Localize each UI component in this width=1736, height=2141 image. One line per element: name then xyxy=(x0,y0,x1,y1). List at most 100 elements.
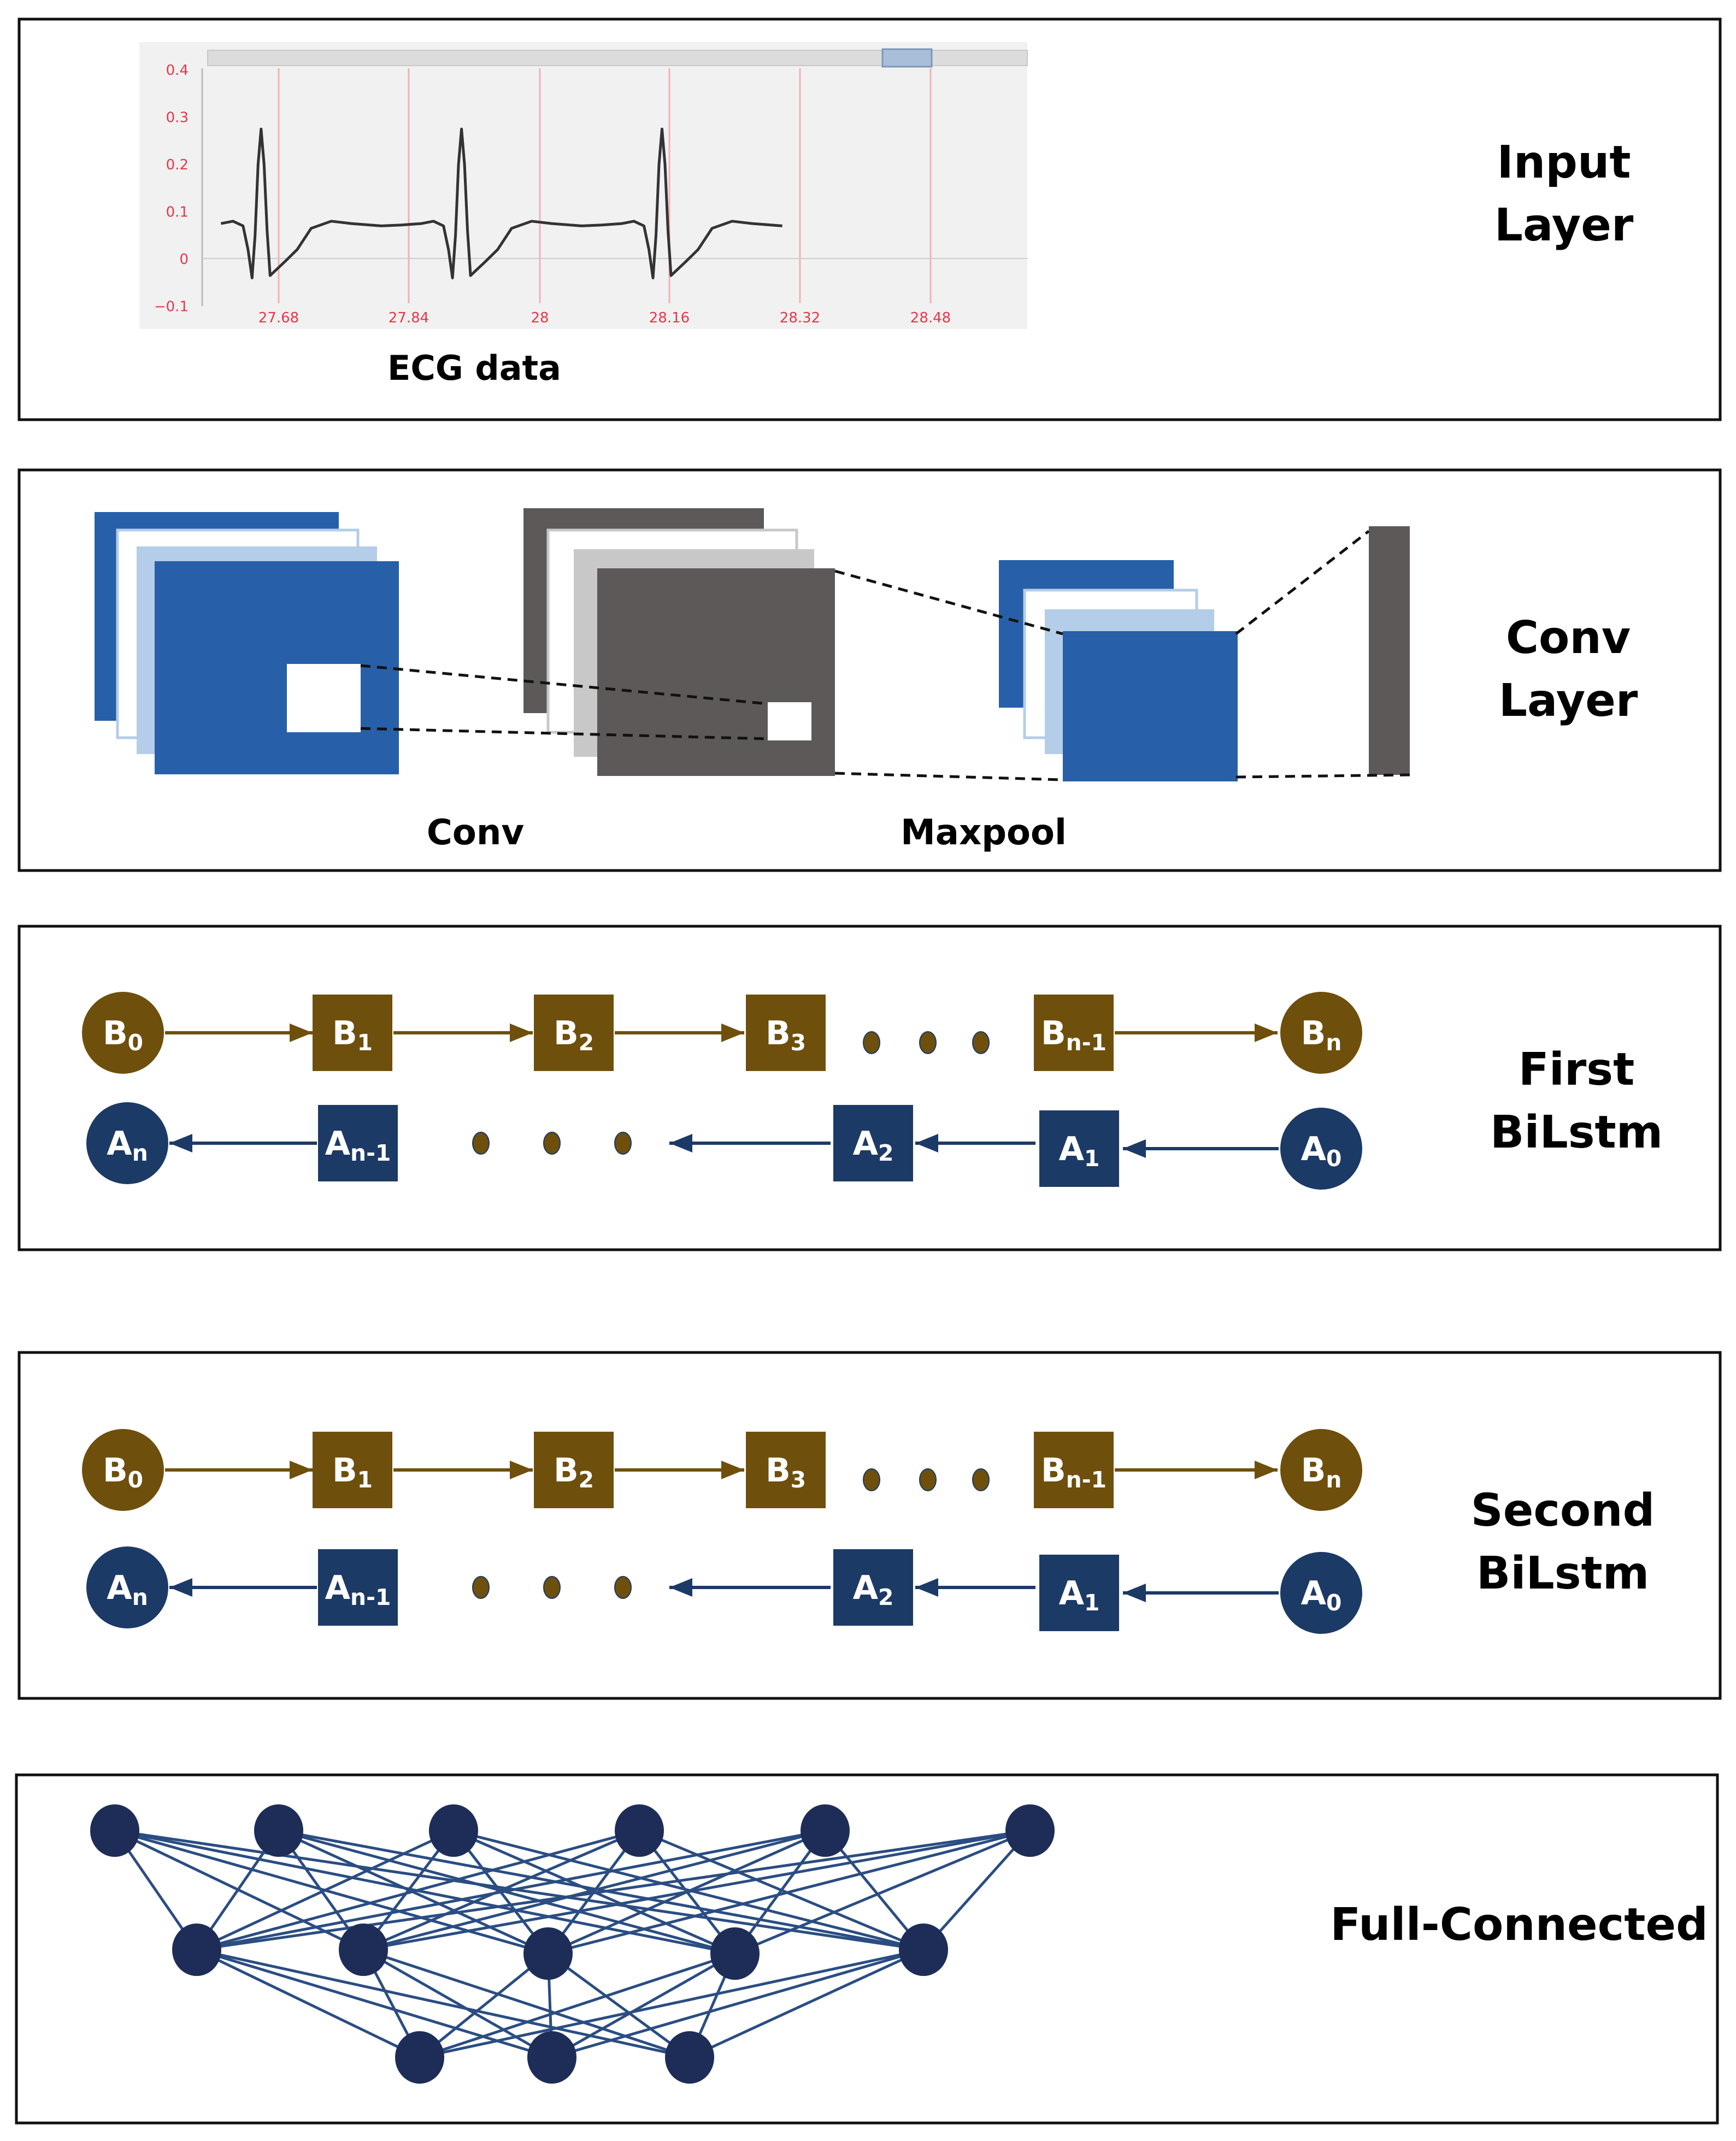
pool-map-front xyxy=(1063,631,1238,781)
proj-flatten-top xyxy=(1235,530,1370,635)
node-square xyxy=(313,1432,392,1508)
ellipsis-dot xyxy=(972,1468,990,1491)
node-square xyxy=(1034,995,1114,1071)
feature-map-front xyxy=(155,561,399,774)
ellipsis-dot xyxy=(863,1468,880,1491)
conv-panel-frame xyxy=(17,468,1722,872)
proj-flatten-bottom xyxy=(1235,773,1410,779)
ecg-gridlines xyxy=(201,68,1027,306)
fc-edge xyxy=(419,1952,549,2058)
node-label: A2 xyxy=(853,1125,894,1166)
node-square xyxy=(534,995,614,1071)
node-square xyxy=(1039,1110,1119,1187)
ecg-y-tick: 0 xyxy=(179,251,189,268)
fc-edge xyxy=(419,1948,924,2059)
ecg-y-tick: 0.4 xyxy=(166,62,189,79)
node-label: A1 xyxy=(1059,1130,1100,1172)
backward-node-a-n-1: An-1 xyxy=(318,1105,398,1181)
maxpool-feature-stack xyxy=(999,560,1238,781)
ellipsis-dot xyxy=(472,1576,490,1599)
ellipsis-dot xyxy=(614,1132,632,1155)
forward-arrow xyxy=(1115,1024,1278,1042)
node-label: B1 xyxy=(332,1014,373,1056)
node-square xyxy=(1039,1555,1119,1631)
ellipsis-dot xyxy=(614,1576,632,1599)
fc-edge xyxy=(196,1948,690,2059)
fc-edge xyxy=(196,1829,640,1951)
node-label: A1 xyxy=(1059,1574,1100,1616)
backward-node-a-n: An xyxy=(86,1102,168,1184)
backward-arrow xyxy=(1123,1139,1279,1158)
proj-kernel-top xyxy=(360,664,768,705)
input-layer-title-line2: Layer xyxy=(1494,199,1634,251)
forward-node-b-1: B1 xyxy=(313,1432,392,1508)
fc-neuron-layer1 xyxy=(615,1804,664,1857)
node-label: A0 xyxy=(1301,1574,1342,1616)
backward-ellipsis xyxy=(472,1576,632,1599)
forward-node-b-1: B1 xyxy=(313,995,392,1071)
backward-node-a-n-1: An-1 xyxy=(318,1549,398,1626)
proj-kernel-bottom xyxy=(360,727,768,740)
first-bilstm-title-line2: BiLstm xyxy=(1490,1107,1663,1158)
node-label: Bn xyxy=(1301,1014,1342,1056)
backward-arrow xyxy=(915,1578,1035,1597)
node-square xyxy=(746,995,826,1071)
node-label: A2 xyxy=(853,1569,894,1610)
node-square xyxy=(833,1105,913,1181)
fc-edges xyxy=(113,1829,1031,2059)
ellipsis-dot xyxy=(863,1031,880,1054)
forward-arrow xyxy=(615,1461,744,1479)
fc-edge xyxy=(363,1829,640,1951)
fc-edge xyxy=(363,1829,826,1951)
ecg-y-tick: −0.1 xyxy=(154,299,189,315)
backward-arrow xyxy=(169,1578,317,1597)
forward-ellipsis xyxy=(863,1468,990,1491)
backward-arrow xyxy=(669,1134,831,1152)
backward-arrow xyxy=(669,1578,831,1597)
fc-neuron-layer1 xyxy=(254,1804,303,1857)
backward-node-a-0: A0 xyxy=(1280,1108,1362,1190)
fc-edge xyxy=(196,1948,552,2059)
forward-node-b-n-1: Bn-1 xyxy=(1034,1432,1114,1508)
proj-pool-top xyxy=(834,569,1063,636)
ellipsis-dot xyxy=(972,1031,990,1054)
forward-node-b-3: B3 xyxy=(746,995,826,1071)
ecg-x-tick: 28 xyxy=(531,310,549,326)
full-connected-panel: Full-Connected xyxy=(15,1773,1719,2125)
node-circle xyxy=(1280,1108,1362,1190)
backward-node-a-1: A1 xyxy=(1039,1110,1119,1187)
proj-pool-bottom xyxy=(834,772,1063,781)
ellipsis-dot xyxy=(543,1132,561,1155)
ecg-x-tick: 28.48 xyxy=(910,310,951,326)
ecg-caption: ECG data xyxy=(387,348,561,388)
fc-edge xyxy=(824,1830,925,1951)
second-bilstm-title-line1: Second xyxy=(1471,1485,1655,1537)
conv-output-feature-stack xyxy=(523,508,835,776)
node-label: Bn-1 xyxy=(1041,1014,1107,1056)
node-label: B3 xyxy=(766,1014,806,1056)
input-layer-title-line1: Input xyxy=(1497,137,1631,189)
fc-neuron-layer1 xyxy=(1005,1804,1055,1857)
node-square xyxy=(746,1432,826,1508)
node-label: B0 xyxy=(103,1014,143,1056)
conv-layer-title-line2: Layer xyxy=(1499,675,1638,727)
backward-arrow xyxy=(915,1134,1035,1152)
second-bilstm-frame xyxy=(17,1351,1722,1700)
fc-edge xyxy=(114,1829,549,1955)
node-square xyxy=(313,995,392,1071)
ecg-zoom-handle[interactable] xyxy=(881,48,933,68)
node-label: A0 xyxy=(1301,1130,1342,1172)
conv-kernel-window xyxy=(287,664,361,732)
projection-lines xyxy=(360,530,1410,781)
fc-neuron-layer3 xyxy=(527,2031,576,2084)
node-circle xyxy=(82,1429,164,1511)
conv-input-feature-stack xyxy=(95,512,399,774)
node-square xyxy=(318,1549,398,1626)
fc-edge xyxy=(196,1829,455,1951)
fc-edge xyxy=(196,1829,826,1951)
fc-neuron-layer2 xyxy=(899,1924,948,1976)
